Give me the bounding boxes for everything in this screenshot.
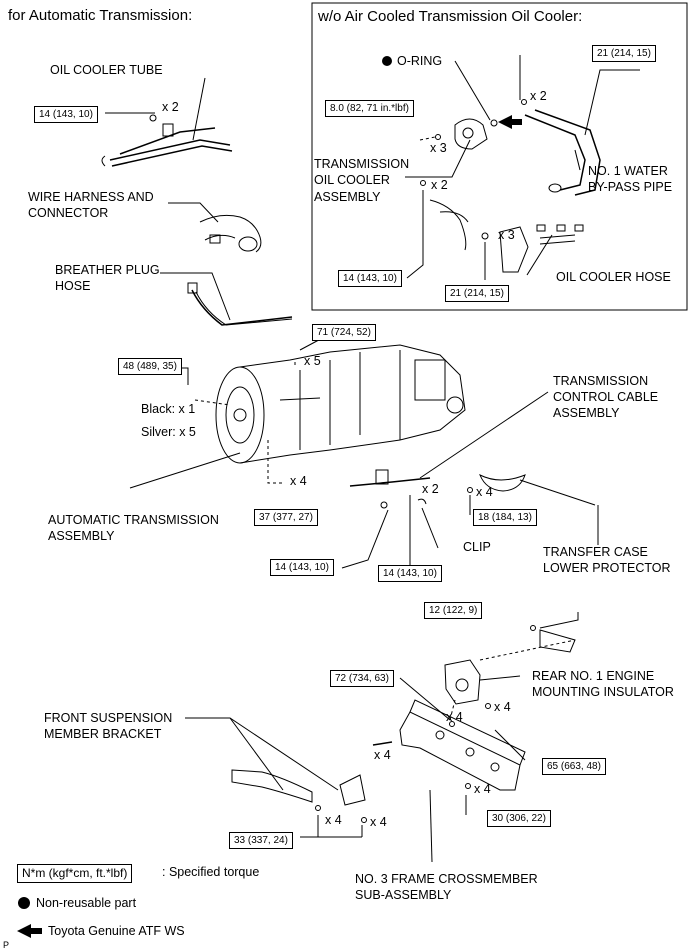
protector-drawing [467, 473, 526, 493]
protector-label-1: TRANSFER CASE [543, 545, 648, 559]
clip-label: CLIP [463, 540, 491, 554]
quantity-bypass: x 2 [530, 89, 547, 103]
quantity-bracket: x 2 [431, 178, 448, 192]
transmission-label-1: AUTOMATIC TRANSMISSION [48, 513, 219, 527]
breather-hose-drawing [187, 282, 293, 326]
torque-box-cable-right: 14 (143, 10) [378, 565, 442, 582]
torque-box-bracket: 14 (143, 10) [338, 270, 402, 287]
legend-torque-box: N*m (kgf*cm, ft.*lbf) [17, 864, 133, 883]
wire-harness-drawing [199, 214, 262, 253]
atf-arrow [498, 115, 522, 129]
non-reusable-dot [382, 56, 392, 66]
torque-box-bypass: 21 (214, 15) [592, 45, 656, 62]
torque-box-black: 48 (489, 35) [118, 358, 182, 375]
oil-cooler-tube-label: OIL COOLER TUBE [50, 63, 163, 77]
legend-non-reusable-dot [18, 897, 30, 909]
inset-drawing [420, 99, 601, 273]
control-cable-label-1: TRANSMISSION [553, 374, 649, 388]
breather-label-1: BREATHER PLUG [55, 263, 160, 277]
quantity-bottom: x 4 [290, 474, 307, 488]
figure-code: P [3, 940, 10, 950]
cooler-assembly-label-3: ASSEMBLY [314, 190, 381, 204]
protector-label-2: LOWER PROTECTOR [543, 561, 671, 575]
page-title: for Automatic Transmission: [8, 7, 193, 24]
silver-bolt-label: Silver: x 5 [141, 425, 196, 439]
transmission-drawing [215, 344, 466, 464]
quantity-cable: x 2 [422, 482, 439, 496]
legend-non-reusable: Non-reusable part [36, 896, 137, 910]
quantity-top: x 5 [304, 354, 321, 368]
mount-insulator-label-2: MOUNTING INSULATOR [532, 685, 674, 699]
inset-frame [311, 2, 688, 311]
control-cable-label-3: ASSEMBLY [553, 406, 620, 420]
torque-box-crossmember: 30 (306, 22) [487, 810, 551, 827]
transmission-label-2: ASSEMBLY [48, 529, 115, 543]
torque-box-top: 71 (724, 52) [312, 324, 376, 341]
quantity-bolt: x 4 [374, 748, 391, 762]
cooler-assembly-label-1: TRANSMISSION [314, 157, 410, 171]
cooler-assembly-label-2: OIL COOLER [314, 173, 390, 187]
torque-box-cooler: 8.0 (82, 71 in.*lbf) [325, 100, 414, 117]
mount-insulator-label-1: REAR NO. 1 ENGINE [532, 669, 655, 683]
quantity-tube: x 2 [162, 100, 179, 114]
quantity-hose: x 3 [498, 228, 515, 242]
torque-box-hose: 21 (214, 15) [445, 285, 509, 302]
control-cable-drawing [349, 469, 431, 509]
o-ring-label: O-RING [397, 54, 443, 68]
bracket-label-1: FRONT SUSPENSION [44, 711, 173, 725]
quantity-bracket-right: x 4 [370, 815, 387, 829]
black-bolt-label: Black: x 1 [141, 402, 196, 416]
crossmember-label-1: NO. 3 FRAME CROSSMEMBER [355, 872, 538, 886]
quantity-mount-left: x 4 [446, 710, 463, 724]
legend-torque-text: : Specified torque [162, 865, 260, 879]
quantity-crossmember: x 4 [474, 782, 491, 796]
bracket-drawing [231, 769, 367, 823]
quantity-cooler: x 3 [430, 141, 447, 155]
dashed-lines [194, 136, 576, 721]
oil-cooler-hose-label: OIL COOLER HOSE [556, 270, 671, 284]
torque-box-bottom: 37 (377, 27) [254, 509, 318, 526]
crossmember-label-2: SUB-ASSEMBLY [355, 888, 452, 902]
torque-box-mount-right: 65 (663, 48) [542, 758, 606, 775]
bypass-pipe-label-2: BY-PASS PIPE [588, 180, 673, 194]
torque-box-mount: 72 (734, 63) [330, 670, 394, 687]
legend-atf: Toyota Genuine ATF WS [48, 924, 185, 938]
breather-label-2: HOSE [55, 279, 91, 293]
wire-harness-label-1: WIRE HARNESS AND [28, 190, 154, 204]
bracket-label-2: MEMBER BRACKET [44, 727, 162, 741]
torque-box-tube: 14 (143, 10) [34, 106, 98, 123]
torque-box-insulator: 12 (122, 9) [424, 602, 483, 619]
bypass-pipe-label-1: NO. 1 WATER [588, 164, 668, 178]
legend-atf-arrow [17, 924, 42, 938]
wire-harness-label-2: CONNECTOR [28, 206, 109, 220]
torque-box-protector: 18 (184, 13) [473, 509, 537, 526]
quantity-protector: x 4 [476, 485, 493, 499]
torque-box-cable-left: 14 (143, 10) [270, 559, 334, 576]
quantity-mount-right: x 4 [494, 700, 511, 714]
oil-cooler-tube-drawing [101, 114, 233, 167]
control-cable-label-2: CONTROL CABLE [553, 390, 659, 404]
torque-box-bracket-bottom: 33 (337, 24) [229, 832, 293, 849]
quantity-bracket-left: x 4 [325, 813, 342, 827]
mount-insulator-drawing [444, 625, 576, 727]
inset-title: w/o Air Cooled Transmission Oil Cooler: [318, 8, 583, 25]
crossmember-drawing [372, 699, 526, 791]
leader-lines [105, 55, 640, 863]
